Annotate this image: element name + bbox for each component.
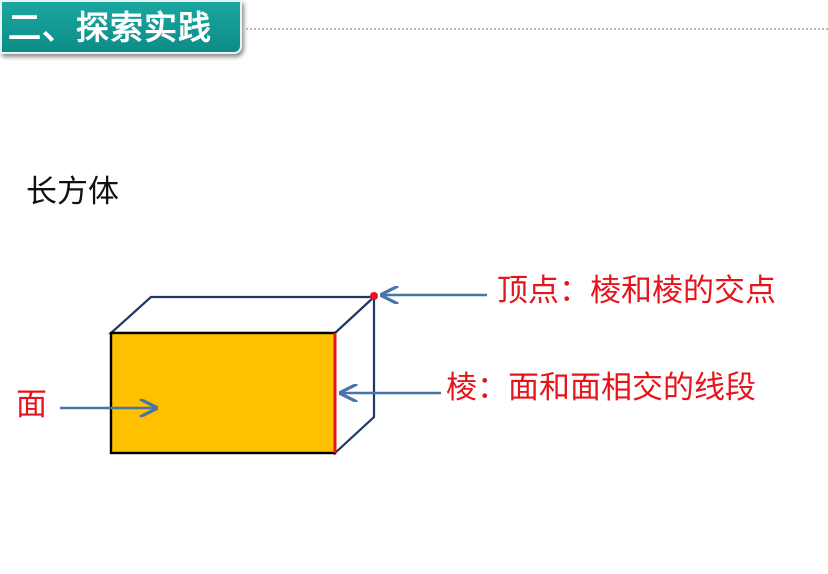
cuboid: [108, 292, 378, 456]
edge-label: 棱：面和面相交的线段: [446, 370, 756, 406]
top-face: [108, 295, 377, 335]
section-header: 二、探索实践: [0, 0, 242, 54]
section-title: 二、探索实践: [8, 8, 212, 47]
header-divider: [246, 28, 828, 30]
vertex-label: 顶点：棱和棱的交点: [497, 273, 776, 309]
solid-name: 长方体: [26, 174, 119, 210]
right-face: [333, 294, 376, 456]
front-face: [109, 331, 337, 455]
face-label: 面: [16, 387, 47, 423]
highlighted-vertex: [370, 292, 378, 300]
